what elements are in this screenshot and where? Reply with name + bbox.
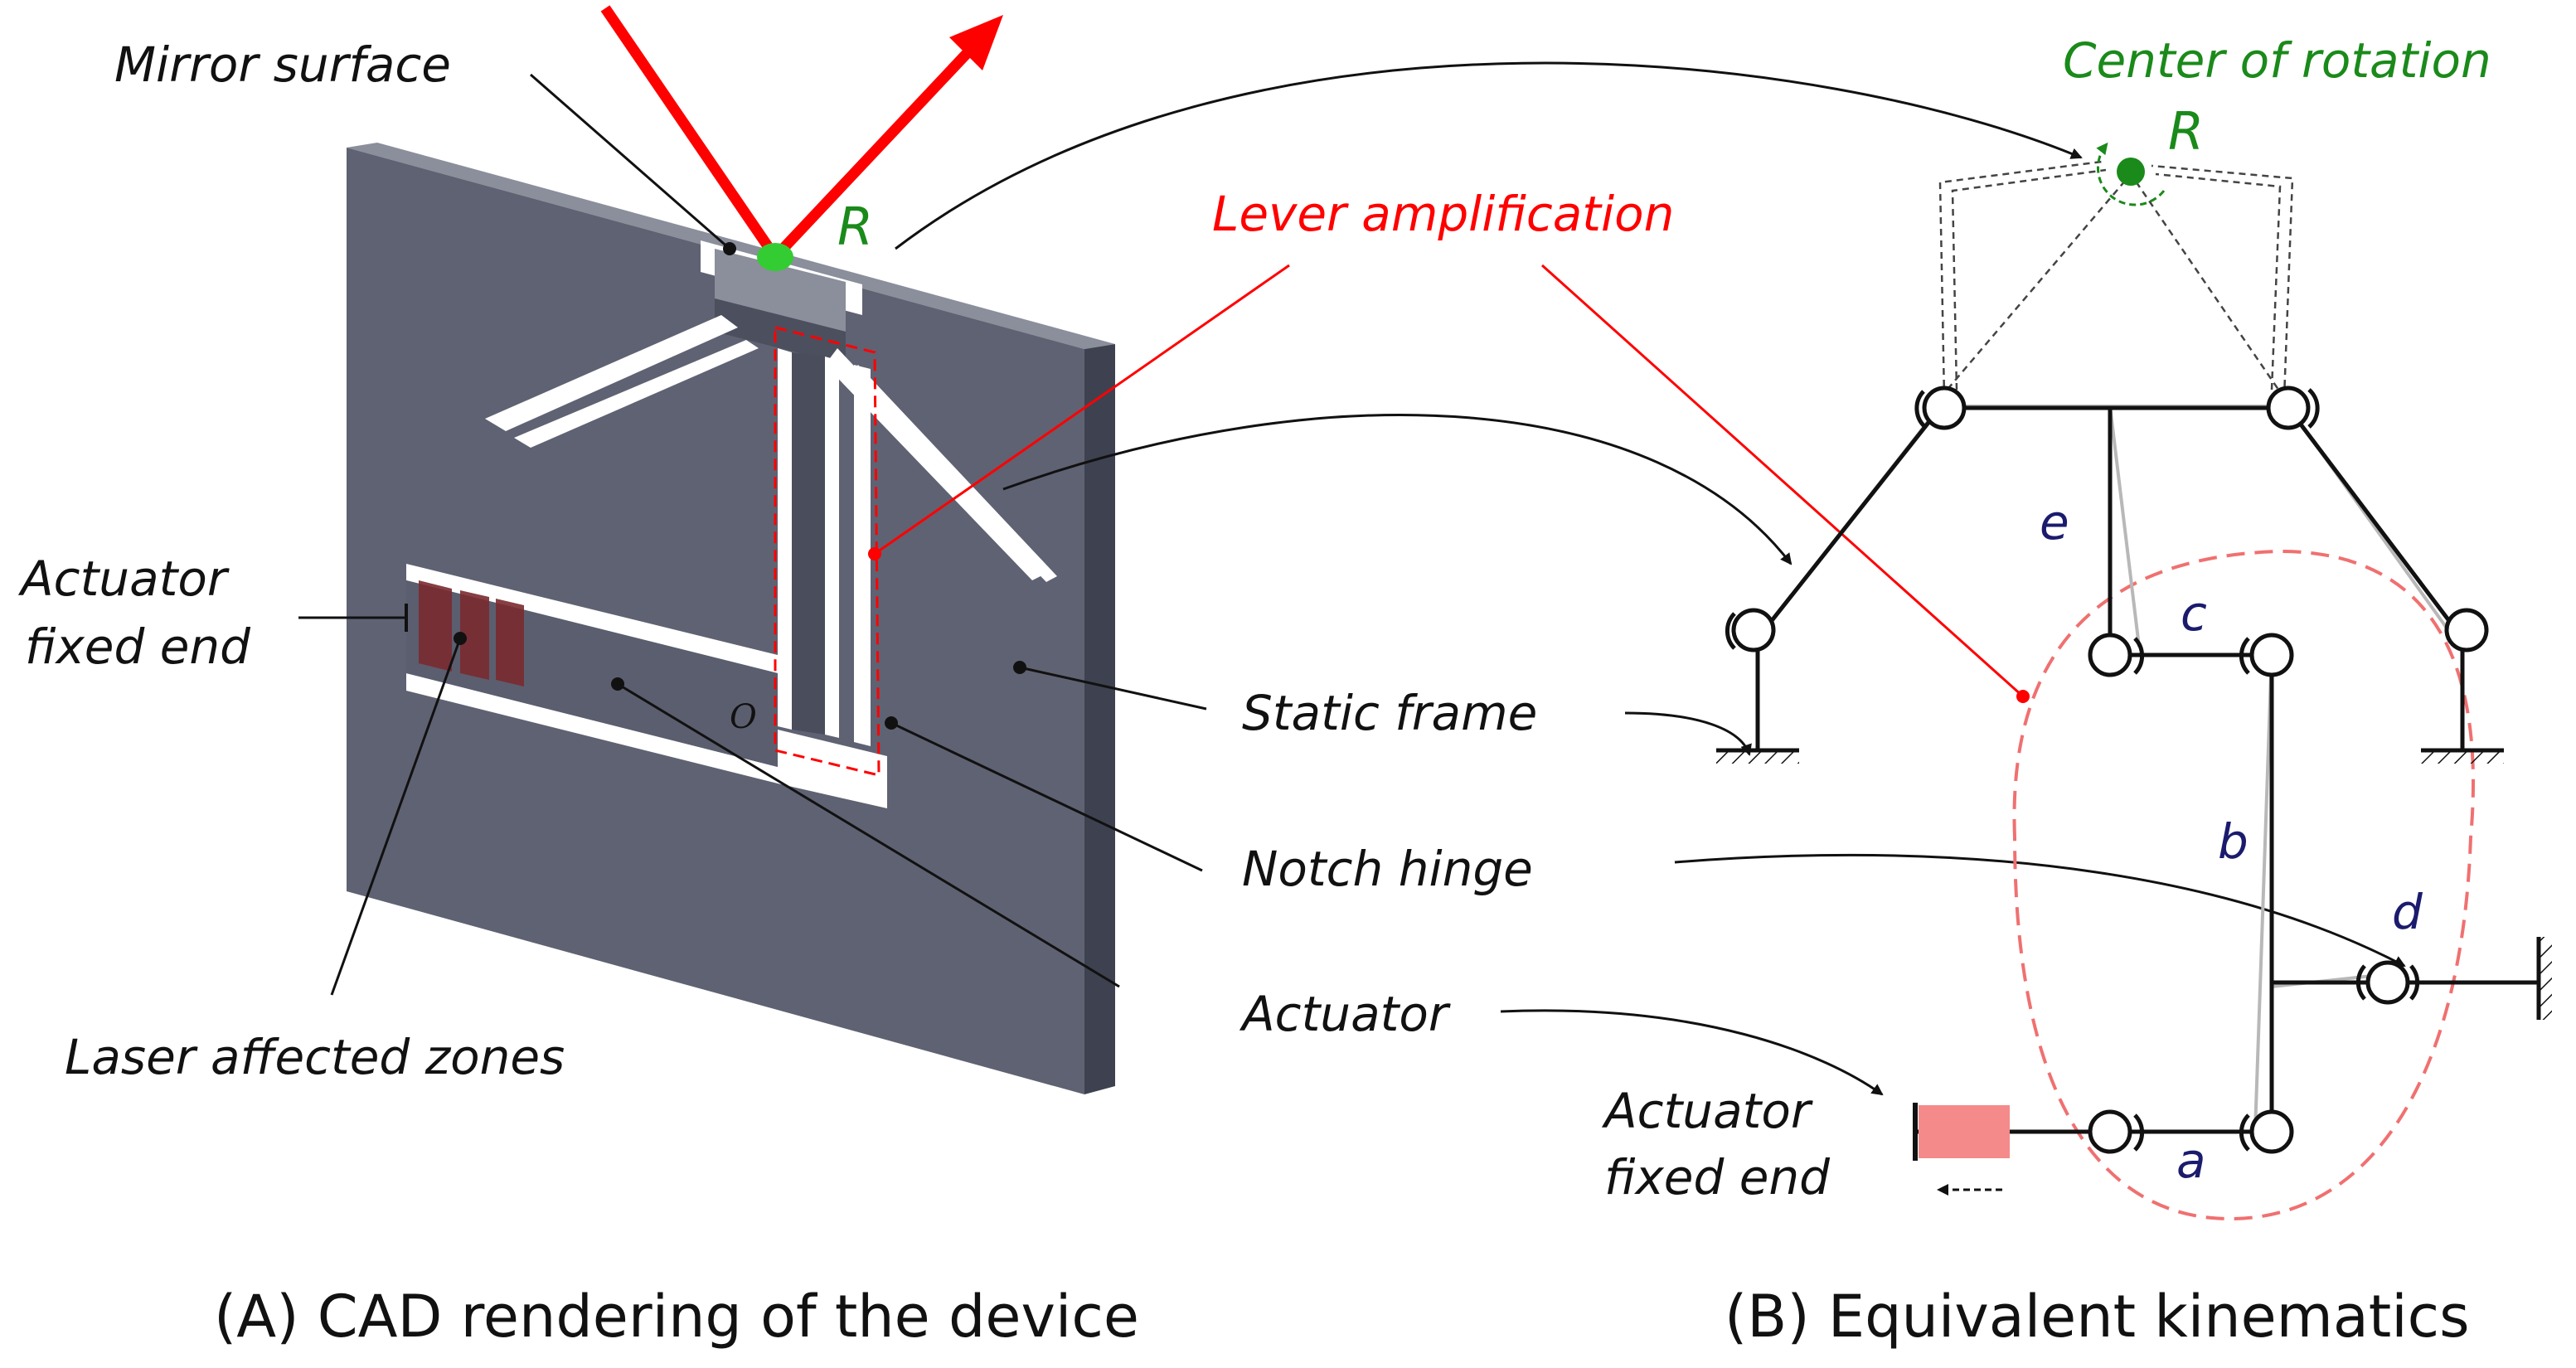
ground-wall-d <box>2536 937 2552 1020</box>
laser-zone-3 <box>496 599 524 686</box>
actuator-fixed-end-right-line1: Actuator <box>1601 1083 1813 1139</box>
reflected-beam <box>771 41 978 261</box>
link-d-label: d <box>2392 884 2423 940</box>
center-of-rotation-dot <box>2117 158 2145 186</box>
rotation-label-left: R <box>837 196 873 257</box>
hinge-a-left <box>2088 1109 2132 1154</box>
mirror-surface-label: Mirror surface <box>114 36 451 93</box>
cad-rendering: O <box>347 5 1115 1094</box>
lever-slot-outer <box>854 365 871 746</box>
static-frame-body <box>347 148 1084 1094</box>
ground-left <box>1716 748 1799 764</box>
hinge-right-ground <box>2444 608 2489 652</box>
hinge-top-right <box>2266 386 2311 430</box>
static-frame-label: Static frame <box>1242 685 1537 741</box>
lever-bar <box>792 352 825 735</box>
actuator-label: Actuator <box>1239 986 1451 1042</box>
lever-slot-right <box>825 357 839 738</box>
lever-amplification-label: Lever amplification <box>1212 186 1674 242</box>
origin-label: O <box>730 698 757 736</box>
reflected-beam-arrowhead <box>949 15 1003 70</box>
actuator-fixed-end-left-line1: Actuator <box>17 551 230 607</box>
labels: Mirror surface R Actuator fixed end Lase… <box>17 32 2491 1205</box>
left-arm-slot-2 <box>514 340 759 448</box>
laser-zone-1 <box>419 580 452 672</box>
link-a-label: a <box>2176 1133 2206 1189</box>
actuator-slot-top <box>406 564 778 673</box>
actuator-slot-bottom <box>406 673 778 783</box>
mirror-block <box>715 249 846 332</box>
hinge-c-right <box>2249 633 2294 677</box>
lever-region-outline <box>2012 549 2475 1221</box>
link-c-label: c <box>2181 585 2207 642</box>
actuator-fixed-end-left-line2: fixed end <box>25 619 251 675</box>
lever-amplification-outline <box>774 326 880 777</box>
link-b-label: b <box>2218 813 2249 870</box>
actuator-block <box>1919 1105 2010 1158</box>
mirror-block-face <box>715 298 846 365</box>
center-of-rotation-label: Center of rotation <box>2063 32 2491 89</box>
link-e-label: e <box>2040 494 2069 551</box>
laser-affected-zones-label: Laser affected zones <box>65 1029 565 1085</box>
hinge-d <box>2365 960 2410 1005</box>
hinges <box>1731 386 2489 1154</box>
hinge-top-left <box>1922 386 1967 430</box>
hinge-c-left <box>2088 633 2132 677</box>
hinge-left-ground <box>1731 608 1776 652</box>
lever-slot-left <box>778 348 792 730</box>
notch-hinge-label: Notch hinge <box>1242 841 1533 897</box>
caption-right: (B) Equivalent kinematics <box>1725 1283 2470 1351</box>
rotation-point-dot <box>757 243 793 271</box>
ground-right <box>2421 748 2504 764</box>
frame-side <box>1084 344 1115 1094</box>
hinge-arcs <box>1725 388 2420 1152</box>
left-arm-slot <box>485 315 738 431</box>
rotation-arrow <box>2096 142 2166 206</box>
rotation-label-right: R <box>2168 101 2204 162</box>
kinematics-diagram <box>1716 142 2552 1221</box>
actuator-fixed-end-right-line2: fixed end <box>1604 1149 1831 1205</box>
leader-lines-a <box>298 61 2406 1096</box>
caption-left: (A) CAD rendering of the device <box>214 1283 1139 1351</box>
laser-zone-2 <box>460 590 489 680</box>
incident-beam <box>600 5 780 260</box>
right-arm-slot-2 <box>847 365 1057 582</box>
hinge-a-right <box>2249 1109 2294 1154</box>
bottom-cutout <box>778 730 887 808</box>
